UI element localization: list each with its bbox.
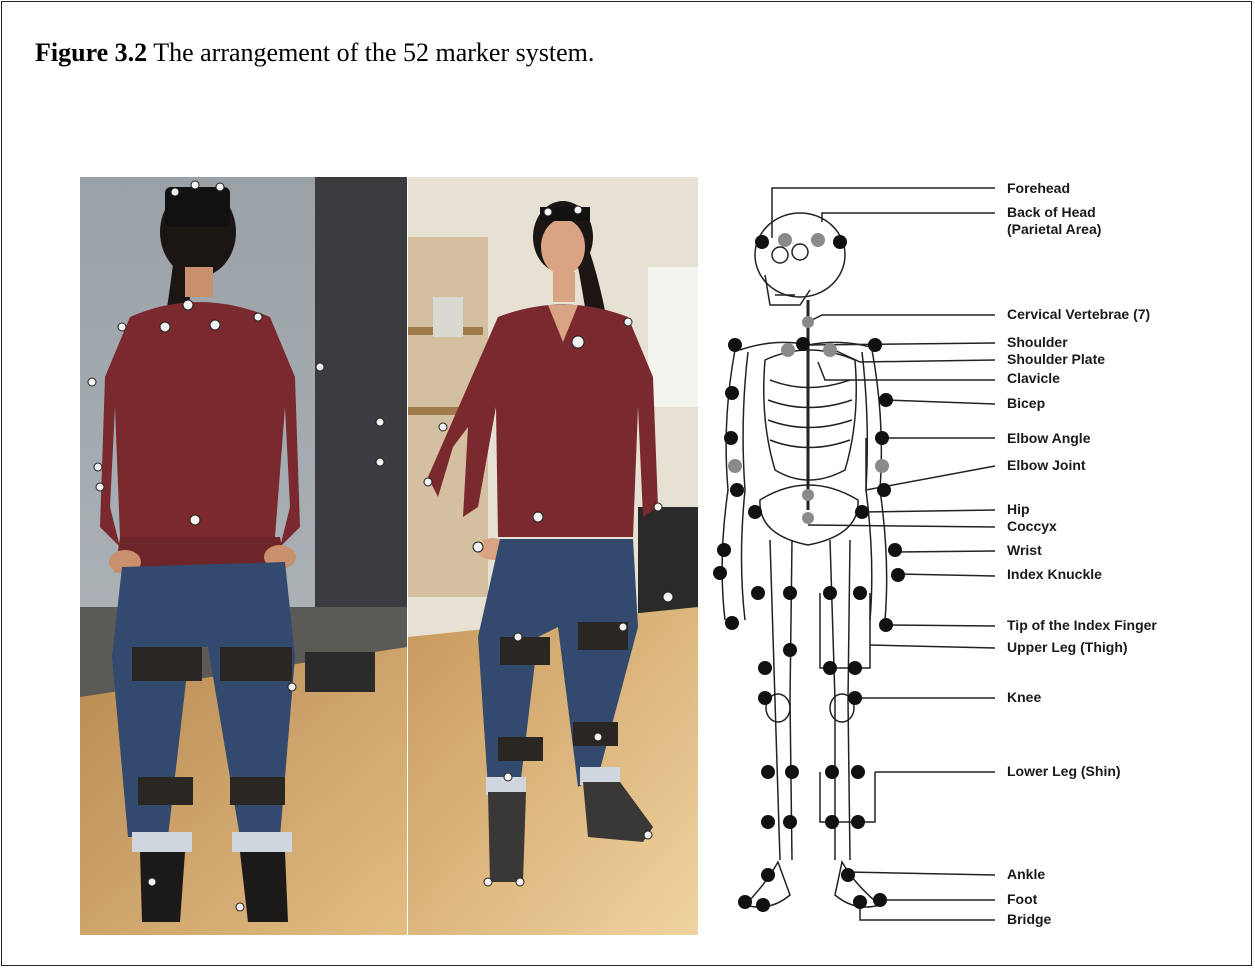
label-back-of-head: Back of Head [1007,204,1096,221]
label-shoulder-plate: Shoulder Plate [1007,351,1105,368]
figure-number: Figure 3.2 [35,38,147,67]
label-ankle: Ankle [1007,866,1045,883]
label-wrist: Wrist [1007,542,1042,559]
label-lower-leg: Lower Leg (Shin) [1007,763,1121,780]
label-index-knuckle: Index Knuckle [1007,566,1102,583]
label-elbow-joint: Elbow Joint [1007,457,1086,474]
label-bicep: Bicep [1007,395,1045,412]
photo-back-illustration [80,177,407,935]
photo-front-illustration [408,177,698,935]
label-elbow-angle: Elbow Angle [1007,430,1090,447]
label-hip: Hip [1007,501,1030,518]
label-knee: Knee [1007,689,1041,706]
photo-back-view [80,177,407,935]
label-parietal-area: (Parietal Area) [1007,221,1101,238]
label-foot: Foot [1007,891,1037,908]
label-forehead: Forehead [1007,180,1070,197]
label-bridge: Bridge [1007,911,1051,928]
label-clavicle: Clavicle [1007,370,1060,387]
label-cervical-vertebrae: Cervical Vertebrae (7) [1007,306,1150,323]
figure-caption: Figure 3.2 The arrangement of the 52 mar… [35,38,594,68]
label-shoulder: Shoulder [1007,334,1068,351]
photo-front-view [408,177,698,935]
label-tip-of-index-finger: Tip of the Index Finger [1007,617,1157,634]
label-upper-leg: Upper Leg (Thigh) [1007,639,1128,656]
figure-caption-text: The arrangement of the 52 marker system. [147,38,594,67]
skeleton-illustration [705,175,1245,940]
label-coccyx: Coccyx [1007,518,1057,535]
skeleton-diagram [705,175,1245,940]
